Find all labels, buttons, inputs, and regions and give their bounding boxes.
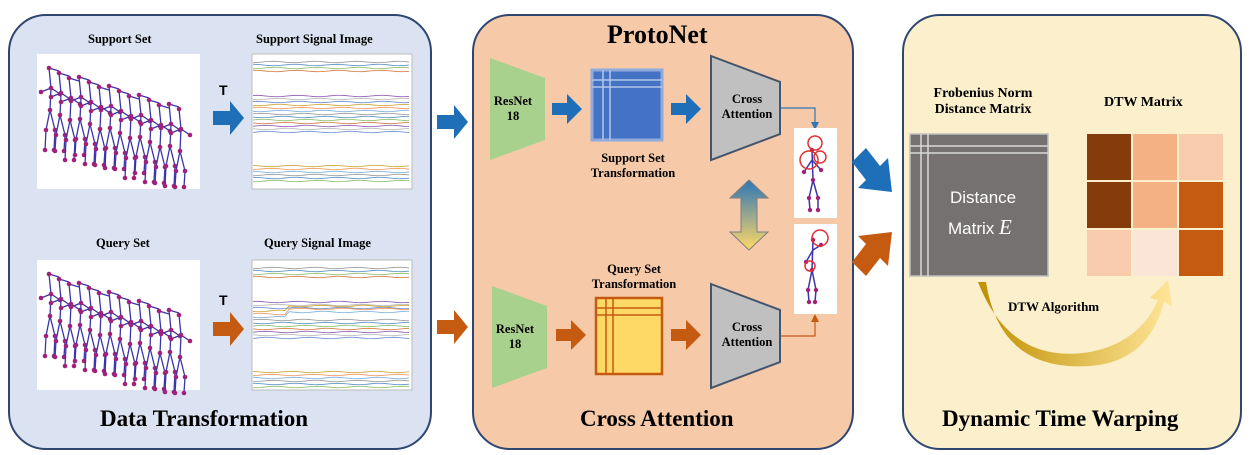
support-cross-line1: Cross — [731, 92, 763, 106]
support-skeleton-image — [37, 54, 200, 190]
query-to-protonet-arrow — [437, 310, 468, 344]
query-cross-attention-block — [710, 282, 781, 390]
query-resnet-line1: ResNet — [495, 322, 535, 336]
dtw-matrix-cell — [1087, 182, 1131, 228]
support-query-interaction-arrow — [728, 179, 770, 251]
support-transform-symbol: T — [219, 82, 228, 98]
query-transformation-label: Query Set Transformation — [584, 262, 684, 292]
dtw-matrix-label: DTW Matrix — [1104, 95, 1183, 110]
support-to-protonet-arrow — [437, 105, 468, 139]
dtw-matrix-cell — [1087, 134, 1131, 180]
protonet-header: ProtoNet — [607, 20, 708, 49]
support-transformation-line1: Support Set — [601, 151, 665, 165]
support-transform-arrow — [213, 101, 244, 135]
query-transformation-line2: Transformation — [591, 277, 677, 291]
query-transform-arrow — [213, 312, 244, 346]
support-transformation-label: Support Set Transformation — [578, 151, 688, 181]
dtw-algorithm-arrow — [978, 280, 1172, 367]
query-cross-line2: Attention — [721, 335, 773, 349]
query-transform-symbol: T — [219, 292, 228, 308]
query-cross-line1: Cross — [731, 320, 763, 334]
query-attention-frame — [794, 224, 837, 314]
query-resnet-block — [492, 286, 547, 388]
dtw-matrix-grid — [1087, 134, 1223, 276]
query-transformation-line1: Query Set — [607, 262, 661, 276]
dtw-matrix-cell — [1087, 230, 1131, 276]
distance-matrix — [909, 133, 1049, 277]
dtw-matrix-cell — [1133, 182, 1177, 228]
frobenius-label: Frobenius Norm Distance Matrix — [908, 86, 1058, 118]
protonet-to-dtw-support-arrow — [852, 148, 892, 192]
dtw-matrix-cell — [1133, 134, 1177, 180]
support-flow-arrows — [213, 94, 892, 192]
frobenius-line2: Distance Matrix — [934, 102, 1032, 117]
dtw-matrix-cell — [1179, 134, 1223, 180]
query-transformation-matrix — [594, 296, 664, 376]
support-cross-attention-label: Cross Attention — [716, 92, 778, 122]
dtw-matrix-cell — [1179, 230, 1223, 276]
frobenius-line1: Frobenius Norm — [933, 86, 1033, 101]
query-resnet-arrow — [556, 320, 586, 350]
support-cross-attention-block — [710, 54, 781, 162]
support-resnet-arrow — [552, 94, 582, 124]
support-attention-frame — [794, 128, 837, 218]
query-signal-image — [251, 259, 413, 391]
query-resnet-line2: 18 — [508, 337, 522, 351]
support-resnet-label: ResNet 18 — [490, 94, 536, 124]
support-attention-connector — [781, 107, 816, 126]
support-matrix-arrow — [671, 94, 701, 124]
dtw-matrix-cell — [1133, 230, 1177, 276]
protonet-to-dtw-query-arrow — [852, 232, 892, 276]
support-resnet-block — [490, 58, 545, 160]
query-flow-arrows — [213, 232, 892, 350]
data-transformation-title: Data Transformation — [100, 406, 309, 431]
query-cross-attention-label: Cross Attention — [716, 320, 778, 350]
dtw-algorithm-label: DTW Algorithm — [1008, 299, 1100, 314]
support-resnet-line1: ResNet — [493, 94, 533, 108]
query-signal-image-label: Query Signal Image — [264, 236, 371, 250]
query-attention-connector — [781, 318, 816, 337]
distance-matrix-word: Matrix — [948, 219, 995, 238]
support-signal-image — [251, 53, 413, 190]
support-transformation-matrix — [590, 68, 664, 142]
dtw-matrix-cell — [1179, 182, 1223, 228]
query-set-label: Query Set — [96, 236, 150, 250]
dynamic-time-warping-title: Dynamic Time Warping — [942, 406, 1179, 431]
support-resnet-line2: 18 — [506, 109, 520, 123]
support-cross-line2: Attention — [721, 107, 773, 121]
query-matrix-arrow — [671, 320, 701, 350]
distance-matrix-symbol: E — [999, 215, 1012, 239]
support-set-label: Support Set — [88, 32, 152, 46]
cross-attention-title: Cross Attention — [580, 406, 734, 431]
support-signal-image-label: Support Signal Image — [256, 32, 373, 46]
support-transformation-line2: Transformation — [590, 166, 676, 180]
query-skeleton-image — [37, 260, 200, 396]
distance-matrix-line2: Matrix E — [948, 215, 1012, 240]
query-resnet-label: ResNet 18 — [492, 322, 538, 352]
distance-matrix-line1: Distance — [950, 188, 1017, 207]
